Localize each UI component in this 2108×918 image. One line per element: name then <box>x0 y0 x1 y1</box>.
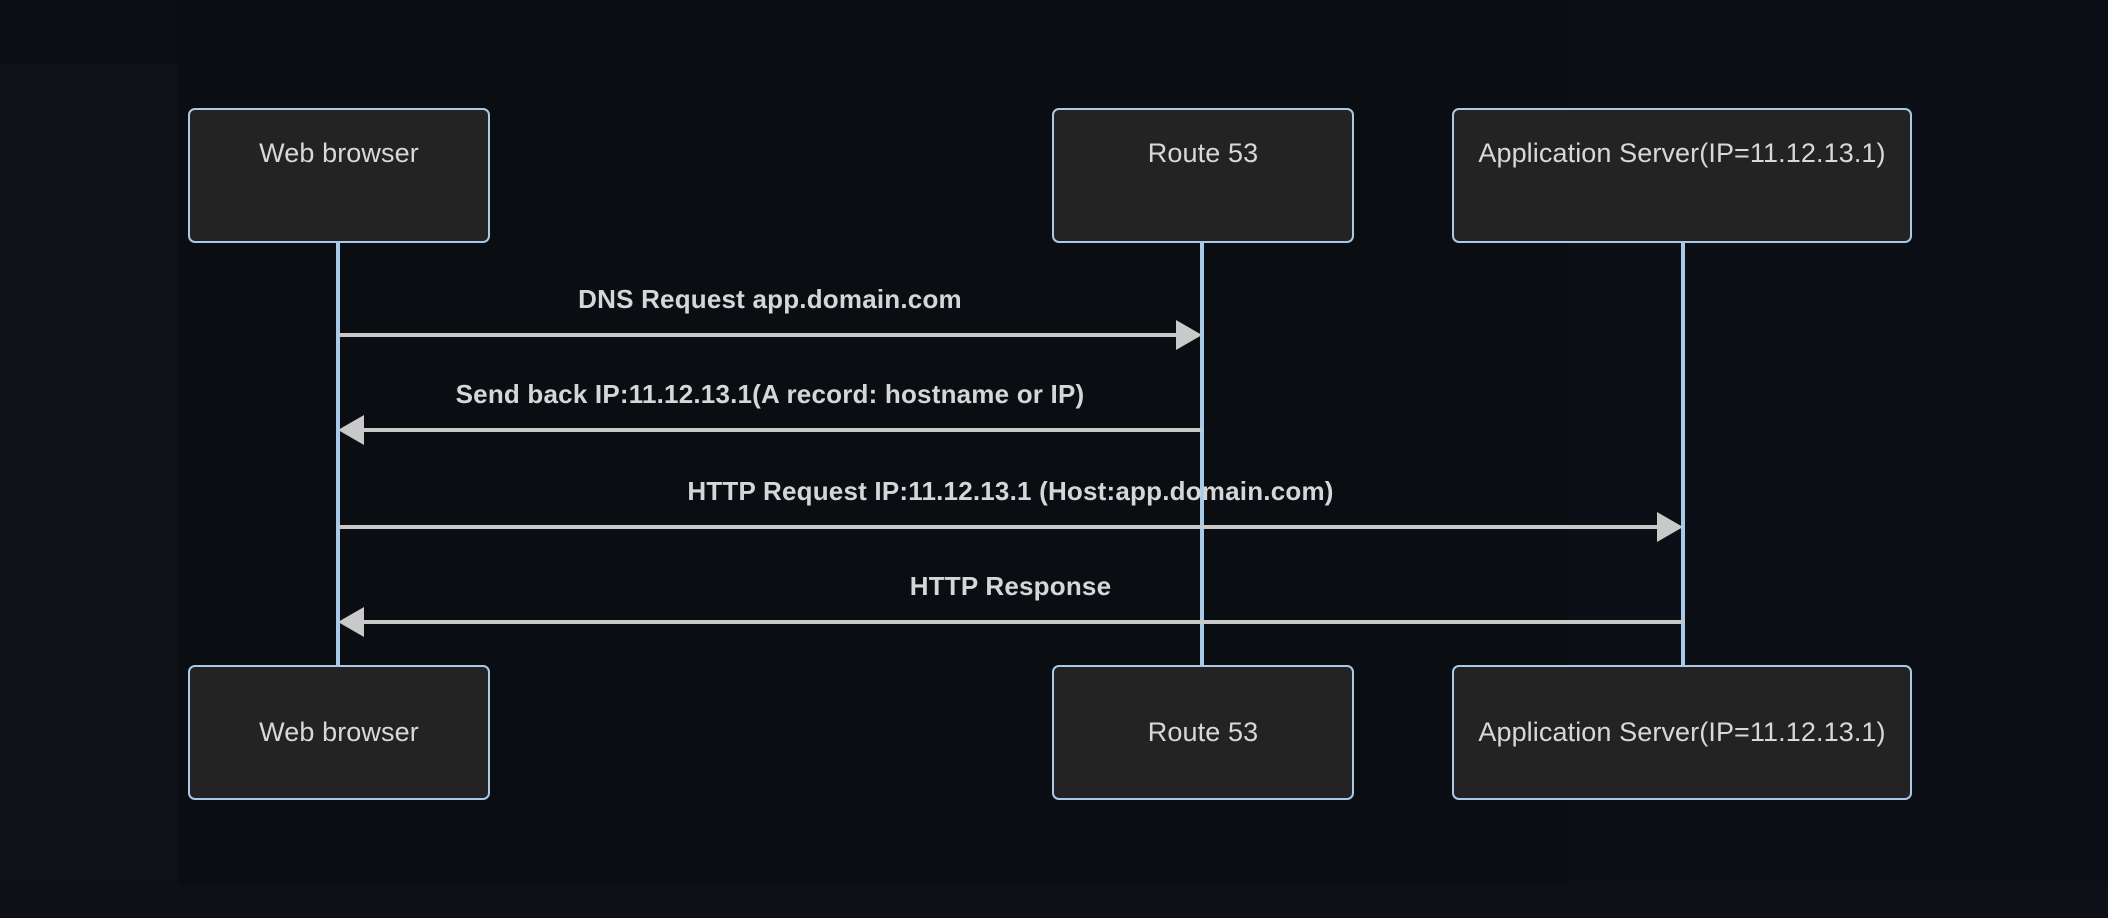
message-arrowhead-3 <box>1657 512 1683 542</box>
message-arrowhead-2 <box>338 415 364 445</box>
participant-label-appserver: Application Server(IP=11.12.13.1) <box>1478 717 1886 747</box>
message-arrowhead-1 <box>1176 320 1202 350</box>
participant-label-route53: Route 53 <box>1147 138 1259 168</box>
participant-label-route53: Route 53 <box>1147 717 1259 747</box>
message-arrowhead-4 <box>338 607 364 637</box>
message-label-1: DNS Request app.domain.com <box>578 284 962 314</box>
message-arrow-1 <box>338 320 1202 350</box>
participant-label-appserver: Application Server(IP=11.12.13.1) <box>1478 138 1886 168</box>
message-arrow-3 <box>338 512 1683 542</box>
message-label-4: HTTP Response <box>909 571 1112 601</box>
participant-label-browser: Web browser <box>259 717 419 747</box>
participant-label-browser: Web browser <box>259 138 419 168</box>
message-arrow-4 <box>338 607 1683 637</box>
participant-box-appserver-top[interactable]: Application Server(IP=11.12.13.1) <box>1452 108 1912 243</box>
participant-box-browser-top[interactable]: Web browser <box>188 108 490 243</box>
message-arrow-2 <box>338 415 1202 445</box>
message-label-3: HTTP Request IP:11.12.13.1 (Host:app.dom… <box>687 476 1334 506</box>
participant-box-route53-bottom[interactable]: Route 53 <box>1052 665 1354 800</box>
participant-box-appserver-bottom[interactable]: Application Server(IP=11.12.13.1) <box>1452 665 1912 800</box>
participant-box-browser-bottom[interactable]: Web browser <box>188 665 490 800</box>
message-label-2: Send back IP:11.12.13.1(A record: hostna… <box>455 379 1085 409</box>
participant-box-route53-top[interactable]: Route 53 <box>1052 108 1354 243</box>
